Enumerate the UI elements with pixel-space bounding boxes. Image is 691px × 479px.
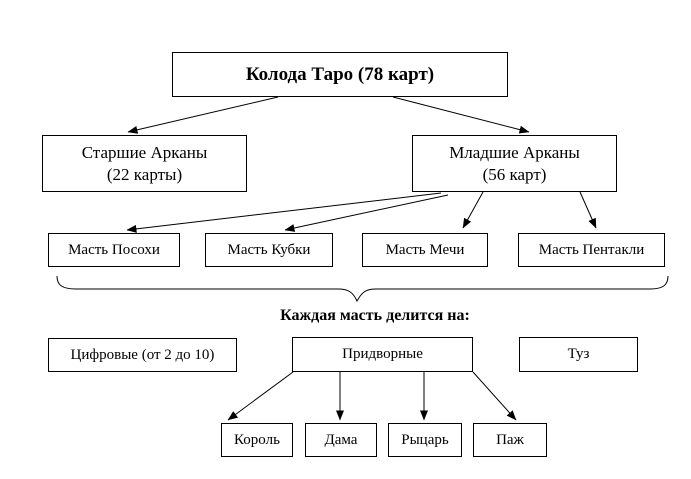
node-numbered-cards: Цифровые (от 2 до 10) <box>48 338 237 372</box>
arrow-minor-to-wands <box>126 192 442 233</box>
node-minor-arcana: Младшие Арканы (56 карт) <box>412 135 617 192</box>
brace-caption: Каждая масть делится на: <box>280 307 470 324</box>
node-suit-pentacles: Масть Пентакли <box>518 233 665 267</box>
node-king: Король <box>221 423 293 457</box>
arrow-court-to-page <box>472 371 517 421</box>
node-suit-swords: Масть Мечи <box>362 233 488 267</box>
arrow-root-to-major-arcana <box>127 96 279 134</box>
arrow-minor-to-swords <box>462 191 484 229</box>
node-ace: Туз <box>519 337 638 372</box>
node-queen: Дама <box>305 423 377 457</box>
node-knight: Рыцарь <box>388 423 462 457</box>
node-page: Паж <box>473 423 547 457</box>
node-court-cards: Придворные <box>292 337 473 372</box>
arrow-root-to-minor-arcana <box>392 96 530 134</box>
arrow-court-to-king <box>227 371 294 421</box>
node-suit-cups: Масть Кубки <box>205 233 333 267</box>
node-suit-wands: Масть Посохи <box>48 233 180 267</box>
brace-underbrace <box>56 275 669 303</box>
arrow-minor-to-cups <box>284 194 449 232</box>
arrow-minor-to-pentacles <box>579 191 597 229</box>
node-tarot-deck: Колода Таро (78 карт) <box>172 52 508 97</box>
node-major-arcana: Старшие Арканы (22 карты) <box>42 135 247 192</box>
